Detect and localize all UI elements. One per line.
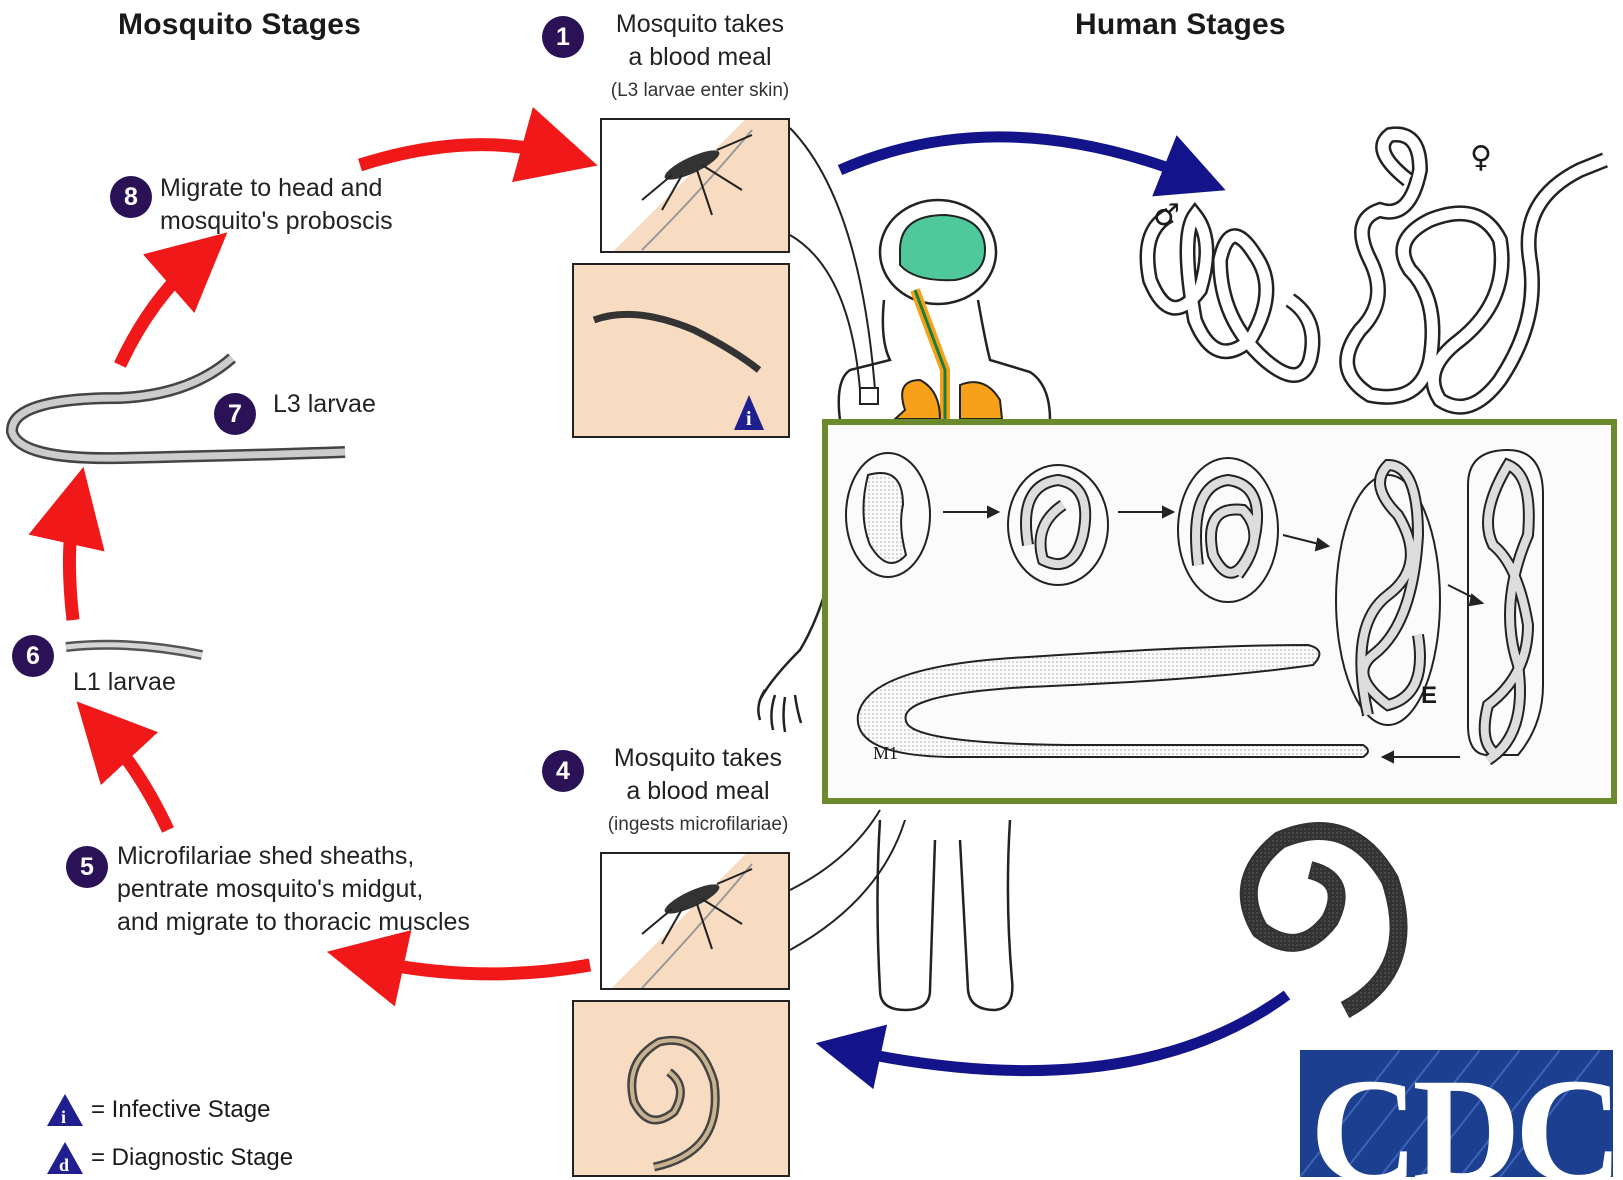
- microfilaria-image: [574, 1002, 788, 1175]
- arrow-mf-to-4: [848, 995, 1287, 1071]
- l3-larva-box: i: [572, 263, 790, 438]
- adult-worms: [1148, 134, 1606, 406]
- microfilaria-development-inset: E M1: [822, 419, 1617, 804]
- step-5-line3: and migrate to thoracic muscles: [117, 908, 470, 936]
- step-4-label: Mosquito takes a blood meal (ingests mic…: [578, 742, 818, 841]
- legend-diagnostic-label: = Diagnostic Stage: [91, 1144, 293, 1172]
- arrow-5-to-6: [103, 730, 168, 830]
- step-4-sub: (ingests microfilariae): [578, 808, 818, 841]
- arrow-6-to-7: [69, 505, 75, 620]
- step-6-label: L1 larvae: [73, 666, 176, 699]
- svg-text:i: i: [61, 1107, 66, 1127]
- step-5-line1: Microfilariae shed sheaths,: [117, 842, 414, 870]
- legend-infective-label: = Infective Stage: [91, 1096, 270, 1124]
- microfilaria-curled: [1249, 831, 1399, 1010]
- step-6-badge: 6: [12, 635, 54, 677]
- l1-larva: [66, 645, 202, 655]
- step-1-label: Mosquito takes a blood meal (L3 larvae e…: [580, 8, 820, 107]
- female-symbol: ♀: [1470, 140, 1492, 175]
- infective-stage-icon: i: [45, 1092, 85, 1128]
- l3-larva-image: i: [574, 265, 788, 436]
- mosquito-bite-box-1: [600, 118, 790, 253]
- step-1-line2: a blood meal: [628, 43, 771, 71]
- legend-infective: i = Infective Stage: [45, 1092, 270, 1128]
- step-7-label: L3 larvae: [273, 388, 376, 421]
- arrow-4-to-5: [365, 960, 590, 974]
- step-8-line1: Migrate to head and: [160, 174, 382, 202]
- microfilaria-box: [572, 1000, 790, 1177]
- inset-label-e: E: [1421, 682, 1437, 710]
- step-5-label: Microfilariae shed sheaths, pentrate mos…: [117, 840, 470, 939]
- svg-text:d: d: [59, 1155, 69, 1175]
- step-1-line1: Mosquito takes: [616, 10, 784, 38]
- step-4-line2: a blood meal: [626, 777, 769, 805]
- mosquito-bite-box-4: [600, 852, 790, 990]
- legend-diagnostic: d = Diagnostic Stage: [45, 1140, 293, 1176]
- step-1-badge: 1: [542, 16, 584, 58]
- male-symbol: ♂: [1153, 198, 1180, 233]
- step-7-badge: 7: [214, 393, 256, 435]
- step-1-sub: (L3 larvae enter skin): [580, 74, 820, 107]
- arrow-7-to-8: [120, 258, 198, 365]
- step-5-badge: 5: [66, 846, 108, 888]
- embryo-sequence-drawing: [828, 425, 1611, 798]
- arrow-1-to-adults: [840, 137, 1195, 178]
- step-5-line2: pentrate mosquito's midgut,: [117, 875, 423, 903]
- mosquito-icon: [602, 120, 788, 251]
- cdc-logo-text: CDC: [1310, 1056, 1613, 1177]
- brain: [900, 215, 985, 280]
- inset-label-m1: M1: [873, 743, 898, 764]
- cdc-logo: CDC: [1300, 1050, 1613, 1177]
- step-4-line1: Mosquito takes: [614, 744, 782, 772]
- step-8-badge: 8: [110, 176, 152, 218]
- step-8-line2: mosquito's proboscis: [160, 207, 393, 235]
- step-8-label: Migrate to head and mosquito's proboscis: [160, 172, 393, 238]
- arrow-8-to-1: [360, 145, 560, 165]
- mosquito-icon-2: [602, 854, 788, 988]
- infective-mark: i: [746, 408, 752, 430]
- diagnostic-stage-icon: d: [45, 1140, 85, 1176]
